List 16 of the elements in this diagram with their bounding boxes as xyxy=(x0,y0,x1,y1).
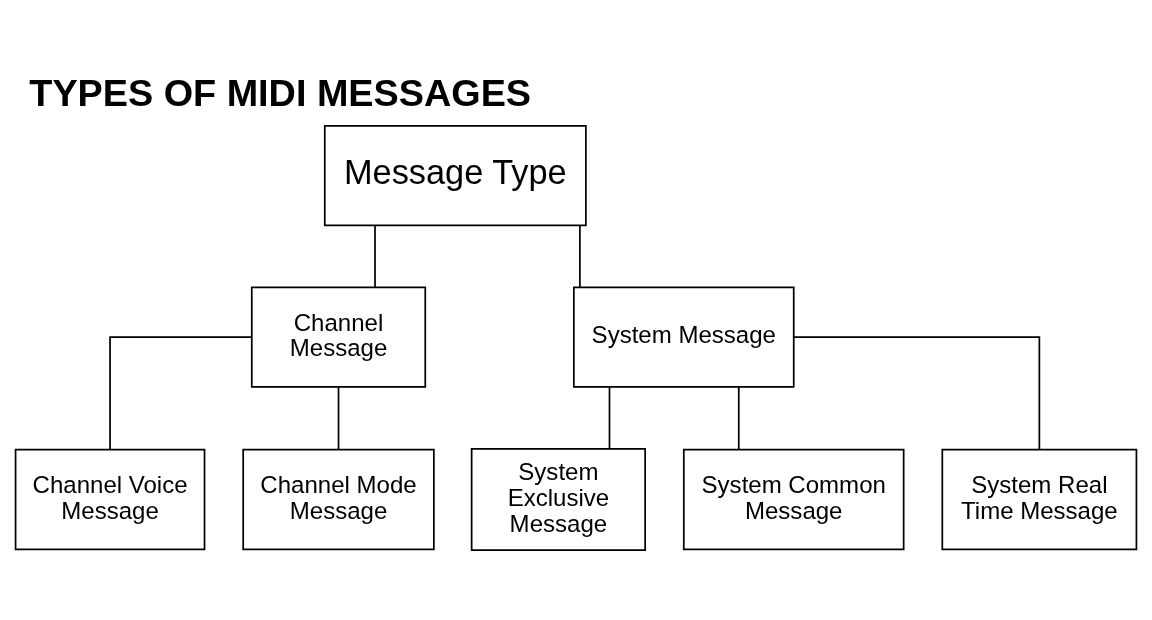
connector xyxy=(374,224,376,288)
node-box: System Message xyxy=(573,285,795,388)
node-box: Message Type xyxy=(323,124,587,226)
node-box: Channel Message xyxy=(250,285,427,388)
node-box: Channel Voice Message xyxy=(14,448,206,550)
connector xyxy=(337,385,340,450)
connector xyxy=(793,335,1041,450)
connector xyxy=(109,335,253,450)
connector xyxy=(737,385,740,450)
connector xyxy=(608,385,611,450)
connector xyxy=(579,224,581,288)
diagram-title: TYPES OF MIDI MESSAGES xyxy=(29,71,532,114)
node-box: Channel Mode Message xyxy=(242,448,435,550)
node-box: System Exclusive Message xyxy=(470,447,646,551)
node-box: System Common Message xyxy=(682,448,905,550)
node-box: System Real Time Message xyxy=(941,448,1138,550)
